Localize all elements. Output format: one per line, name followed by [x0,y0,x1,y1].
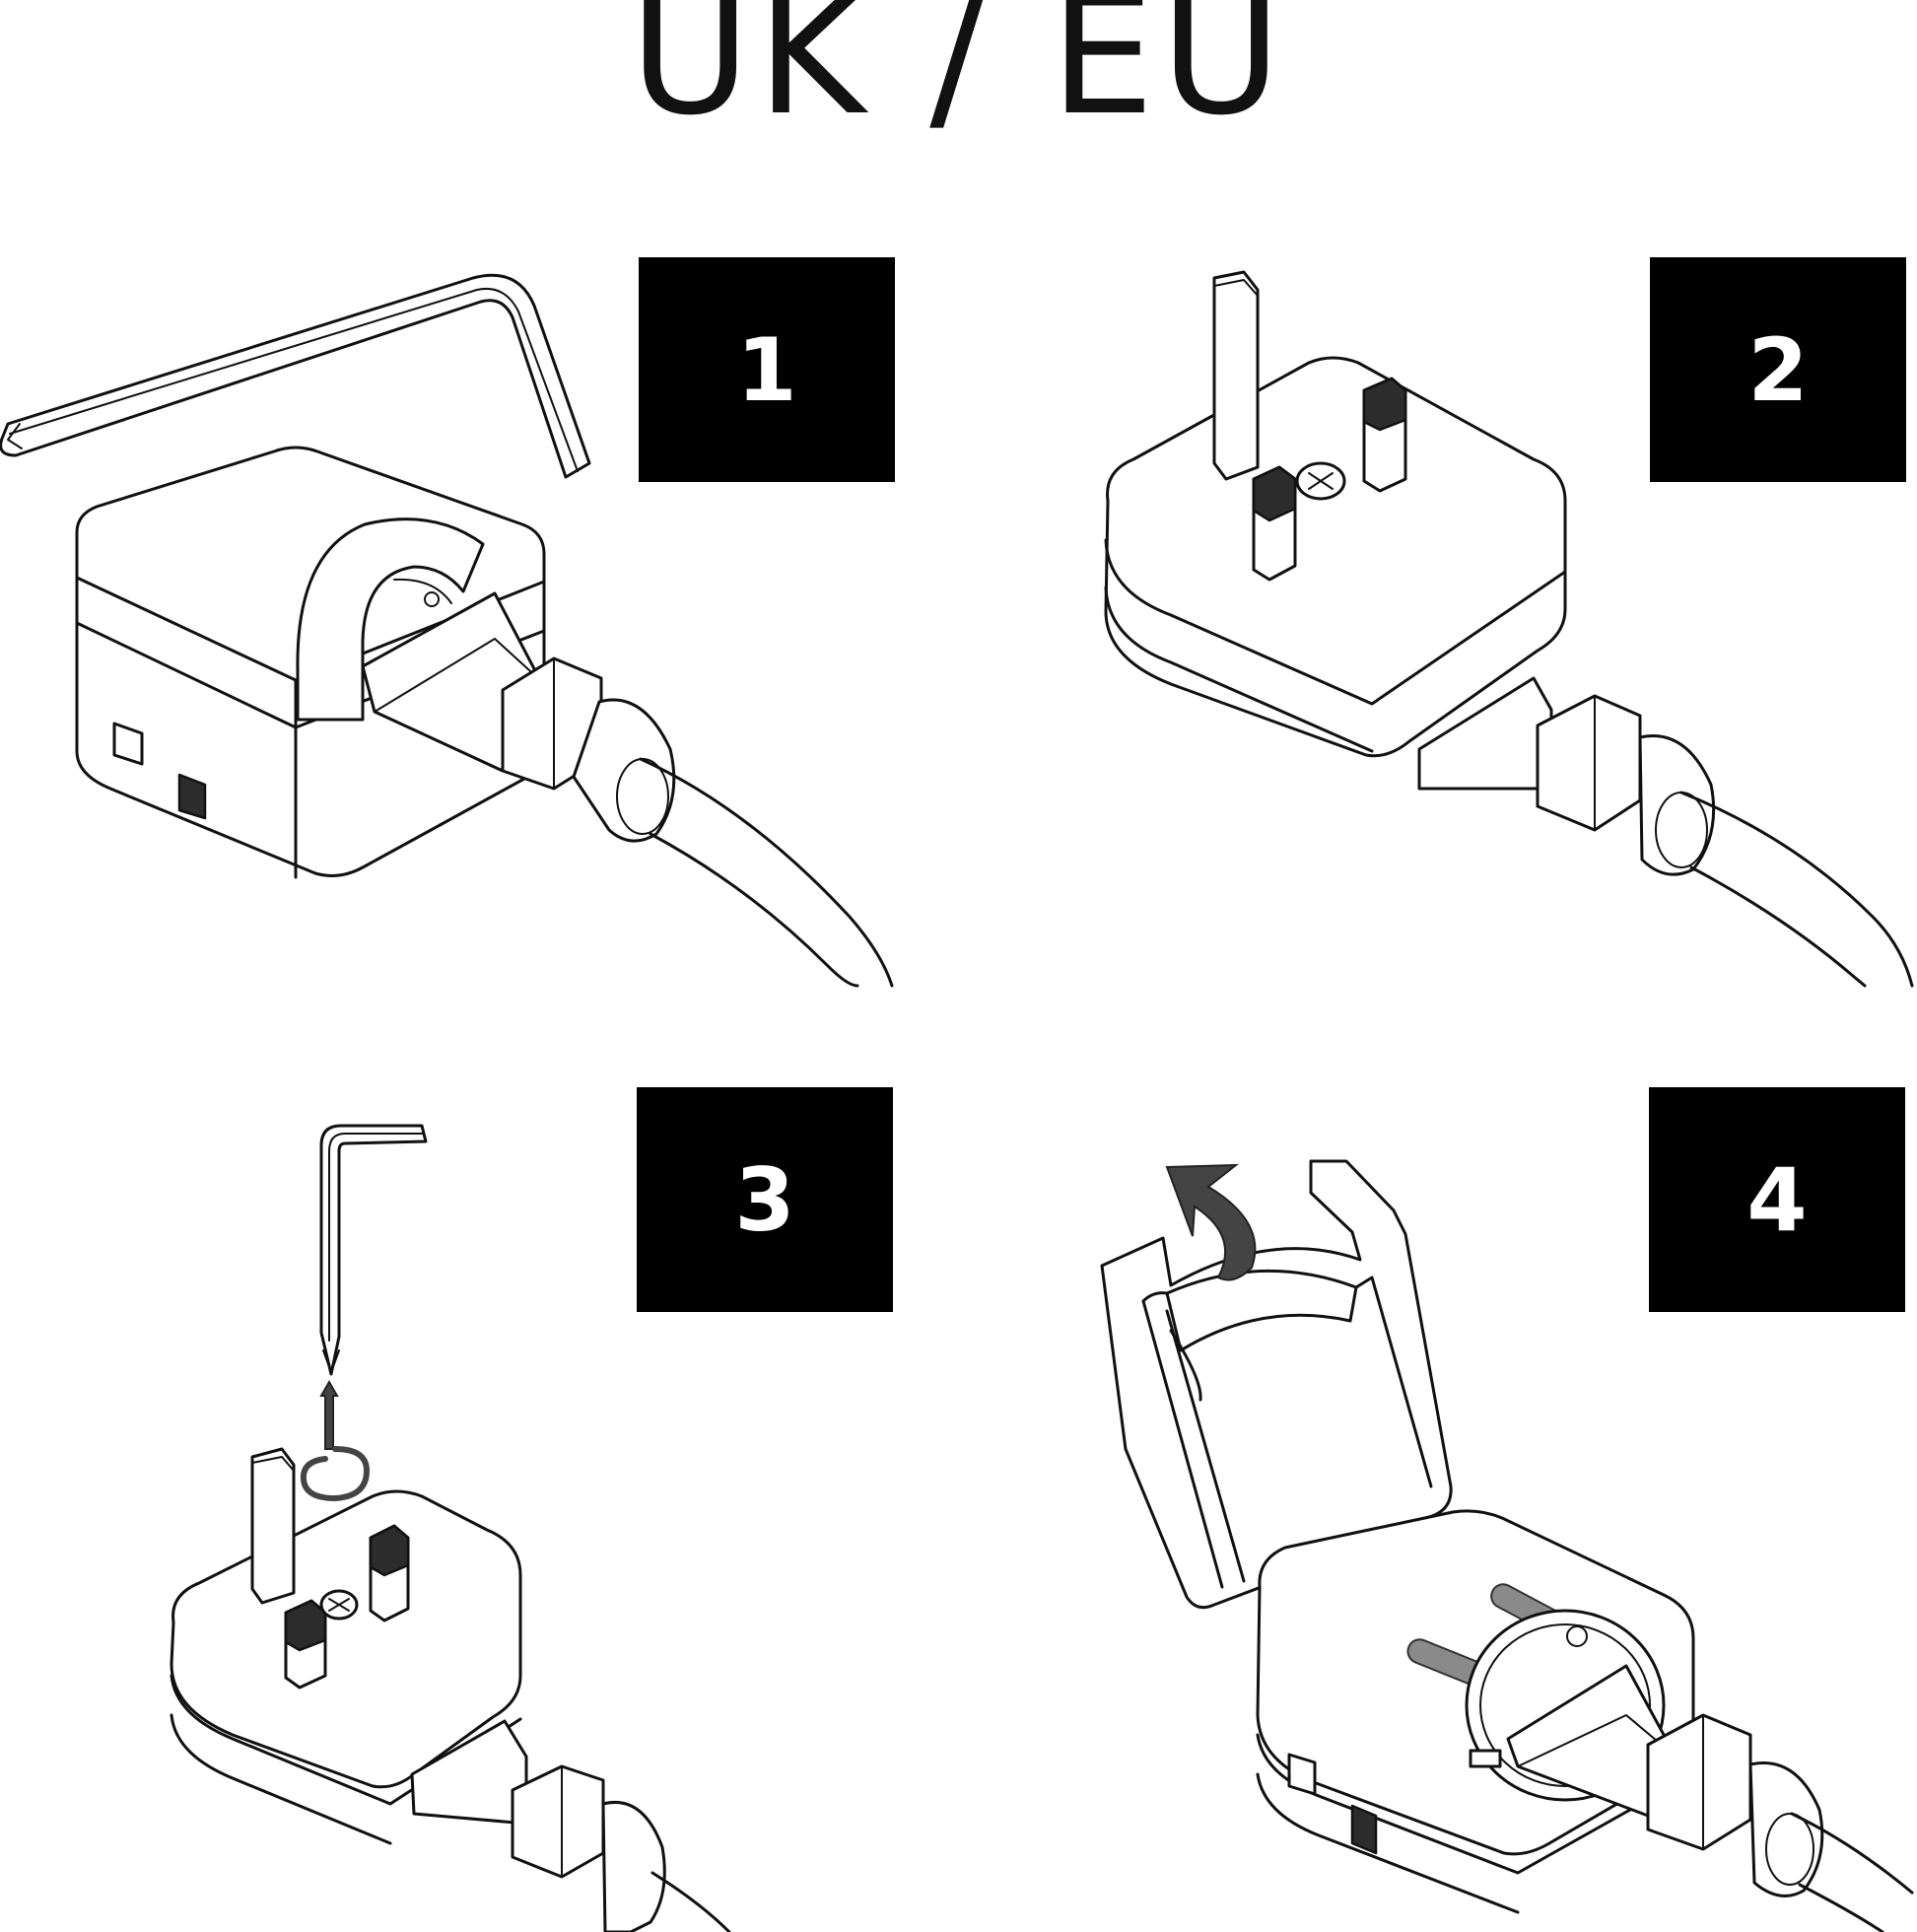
adapter-closed-icon [75,446,546,879]
step-2-illustration [1104,270,1914,988]
step-1-illustration [0,273,894,988]
uk-plug-adapter-icon [170,1447,522,1845]
hex-key-icon [319,1124,428,1376]
eu-plug-head-icon [361,591,894,988]
hex-key-icon [0,273,591,479]
step-4-badge: 4 [1649,1087,1905,1312]
eu-plug-head-icon [1465,1609,1914,1932]
page-title: UK / EU [629,0,1288,152]
step-2-badge: 2 [1650,257,1906,482]
step-4-illustration [1100,1159,1914,1932]
step-3-badge: 3 [637,1087,893,1312]
eu-plug-head-icon [410,1719,731,1932]
uk-plug-adapter-icon [1104,270,1567,758]
step-3-illustration [170,1124,731,1932]
eu-plug-head-icon [1417,676,1914,988]
rotate-arrow-icon [1165,1163,1257,1281]
step-1-badge: 1 [639,257,895,482]
